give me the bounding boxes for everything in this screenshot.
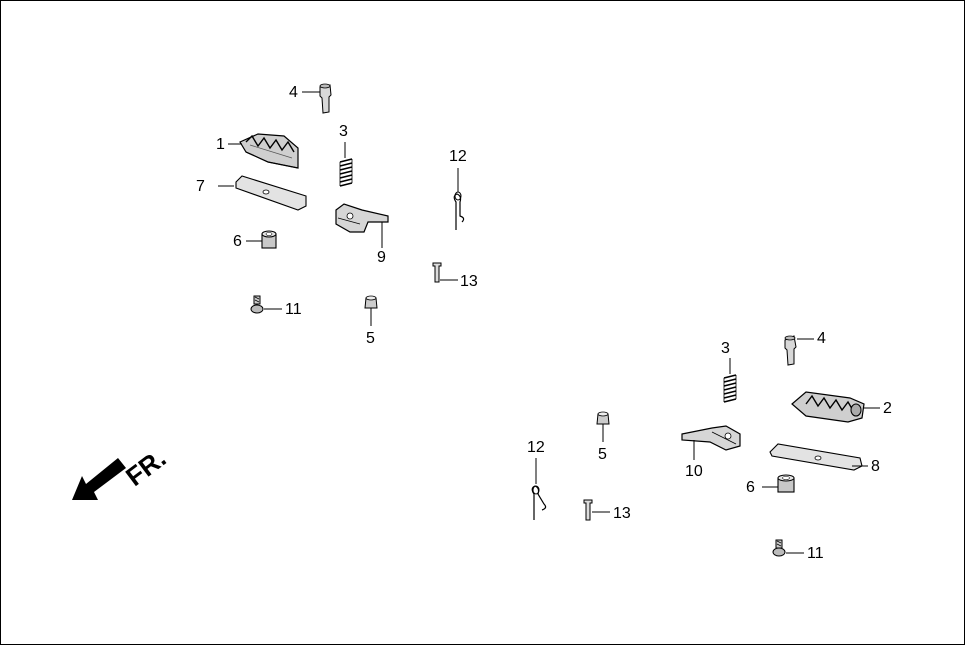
right-bush-part-6	[777, 474, 795, 493]
callout-right-5: 5	[598, 446, 607, 463]
callout-right-10: 10	[685, 463, 703, 480]
right-footpeg-part-2	[791, 391, 865, 423]
right-clevis-pin-part-13	[583, 499, 593, 521]
left-nut-part-5	[364, 295, 378, 309]
left-pin-part-4	[319, 83, 332, 114]
callout-right-2: 2	[883, 400, 892, 417]
callout-left-4: 4	[289, 84, 298, 101]
callout-left-6: 6	[233, 233, 242, 250]
left-cotter-pin-part-12	[453, 191, 465, 230]
right-cotter-pin-part-12	[531, 485, 547, 520]
right-spring-part-3	[723, 374, 737, 403]
callout-right-4: 4	[817, 330, 826, 347]
callout-left-1: 1	[216, 136, 225, 153]
callout-left-11: 11	[285, 301, 302, 318]
left-plate-part-7	[235, 175, 307, 211]
right-nut-part-5	[596, 411, 610, 425]
right-plate-part-8	[769, 443, 863, 471]
right-bracket-part-10	[681, 425, 741, 451]
left-clevis-pin-part-13	[432, 262, 442, 283]
callout-left-9: 9	[377, 249, 386, 266]
callout-left-13: 13	[460, 273, 478, 290]
callout-right-11: 11	[807, 545, 824, 562]
right-pin-part-4	[784, 335, 797, 366]
callout-right-13: 13	[613, 505, 631, 522]
callout-right-3: 3	[721, 340, 730, 357]
callout-left-12: 12	[449, 148, 467, 165]
callout-right-8: 8	[871, 458, 880, 475]
callout-left-5: 5	[366, 330, 375, 347]
left-bolt-part-11	[250, 295, 264, 314]
callout-right-12: 12	[527, 439, 545, 456]
right-bolt-part-11	[772, 539, 786, 557]
front-direction-arrow	[72, 458, 126, 500]
left-bush-part-6	[261, 230, 277, 249]
callout-left-7: 7	[196, 178, 205, 195]
callout-right-6: 6	[746, 479, 755, 496]
left-footpeg-part-1	[239, 133, 299, 169]
left-bracket-part-9	[335, 203, 389, 233]
left-spring-part-3	[339, 158, 353, 187]
callout-left-3: 3	[339, 123, 348, 140]
